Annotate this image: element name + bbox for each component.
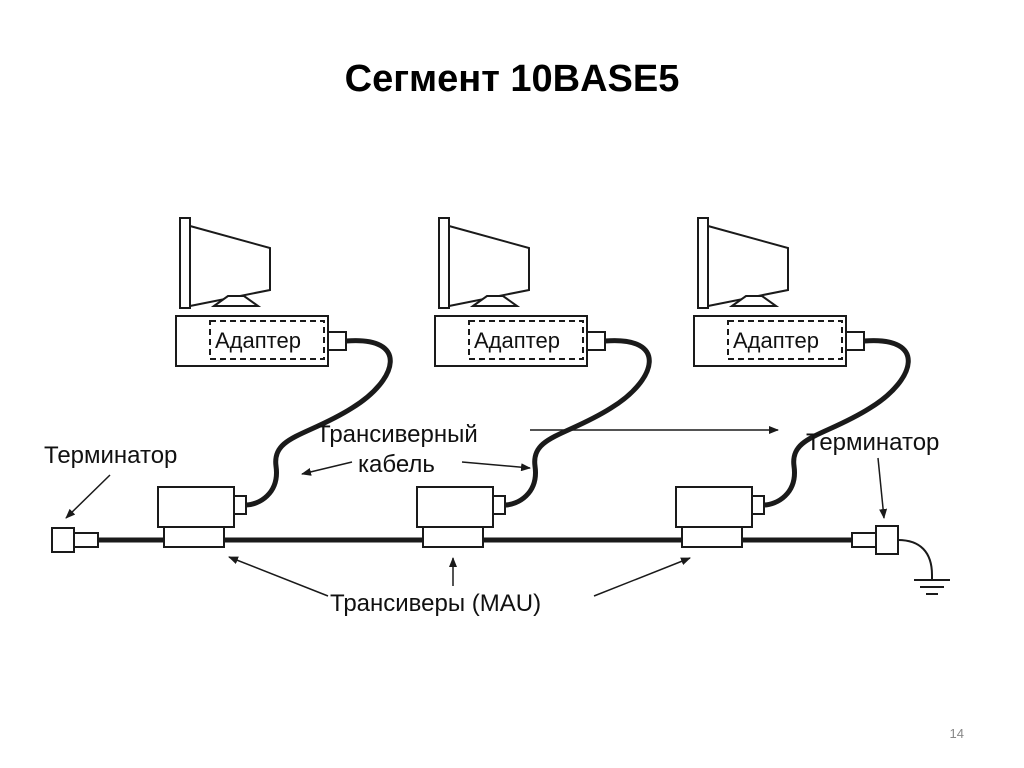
station-2: Адаптер bbox=[416, 217, 652, 548]
arrow-terminator-left bbox=[65, 474, 111, 519]
transceivers-label: Трансиверы (MAU) bbox=[330, 590, 541, 617]
terminator-right bbox=[851, 525, 933, 576]
ground-icon bbox=[914, 575, 950, 595]
terminator-left-label: Терминатор bbox=[44, 442, 177, 469]
adapter-connector bbox=[586, 331, 606, 351]
transceiver-cable-label-line1: Трансиверный bbox=[316, 421, 478, 448]
transceiver-clamp bbox=[422, 526, 484, 548]
adapter-box bbox=[727, 320, 843, 360]
adapter-label: Адаптер bbox=[474, 328, 560, 353]
page-number: 14 bbox=[949, 726, 964, 741]
adapter-label: Адаптер bbox=[215, 328, 301, 353]
transceiver-cable bbox=[763, 338, 911, 508]
transceiver-mau bbox=[416, 486, 494, 528]
arrow-cable-to-station1 bbox=[301, 461, 353, 476]
transceiver-cable bbox=[245, 338, 393, 508]
monitor-icon bbox=[179, 217, 271, 309]
terminator-left bbox=[51, 527, 99, 553]
arrow-mau-3 bbox=[593, 557, 691, 597]
annotation-arrows bbox=[65, 426, 888, 597]
transceiver-cable-label-line2: кабель bbox=[358, 451, 435, 478]
transceiver-mau bbox=[157, 486, 235, 528]
adapter-label: Адаптер bbox=[733, 328, 819, 353]
transceiver-mau bbox=[675, 486, 753, 528]
transceiver-clamp bbox=[681, 526, 743, 548]
computer-case bbox=[434, 315, 588, 367]
slide-title: Сегмент 10BASE5 bbox=[344, 58, 680, 100]
computer-case bbox=[693, 315, 847, 367]
arrow-terminator-right bbox=[877, 457, 888, 519]
station-3: Адаптер bbox=[675, 217, 911, 548]
arrow-cable-to-station2 bbox=[461, 461, 531, 472]
adapter-box bbox=[468, 320, 584, 360]
transceiver-clamp bbox=[163, 526, 225, 548]
transceiver-cable bbox=[504, 338, 652, 508]
computer-case bbox=[175, 315, 329, 367]
station-1: Адаптер bbox=[157, 217, 393, 548]
monitor-icon bbox=[438, 217, 530, 309]
adapter-connector bbox=[327, 331, 347, 351]
adapter-box bbox=[209, 320, 325, 360]
terminator-right-label: Терминатор bbox=[806, 429, 939, 456]
arrow-mau-1 bbox=[228, 556, 329, 597]
monitor-icon bbox=[697, 217, 789, 309]
adapter-connector bbox=[845, 331, 865, 351]
